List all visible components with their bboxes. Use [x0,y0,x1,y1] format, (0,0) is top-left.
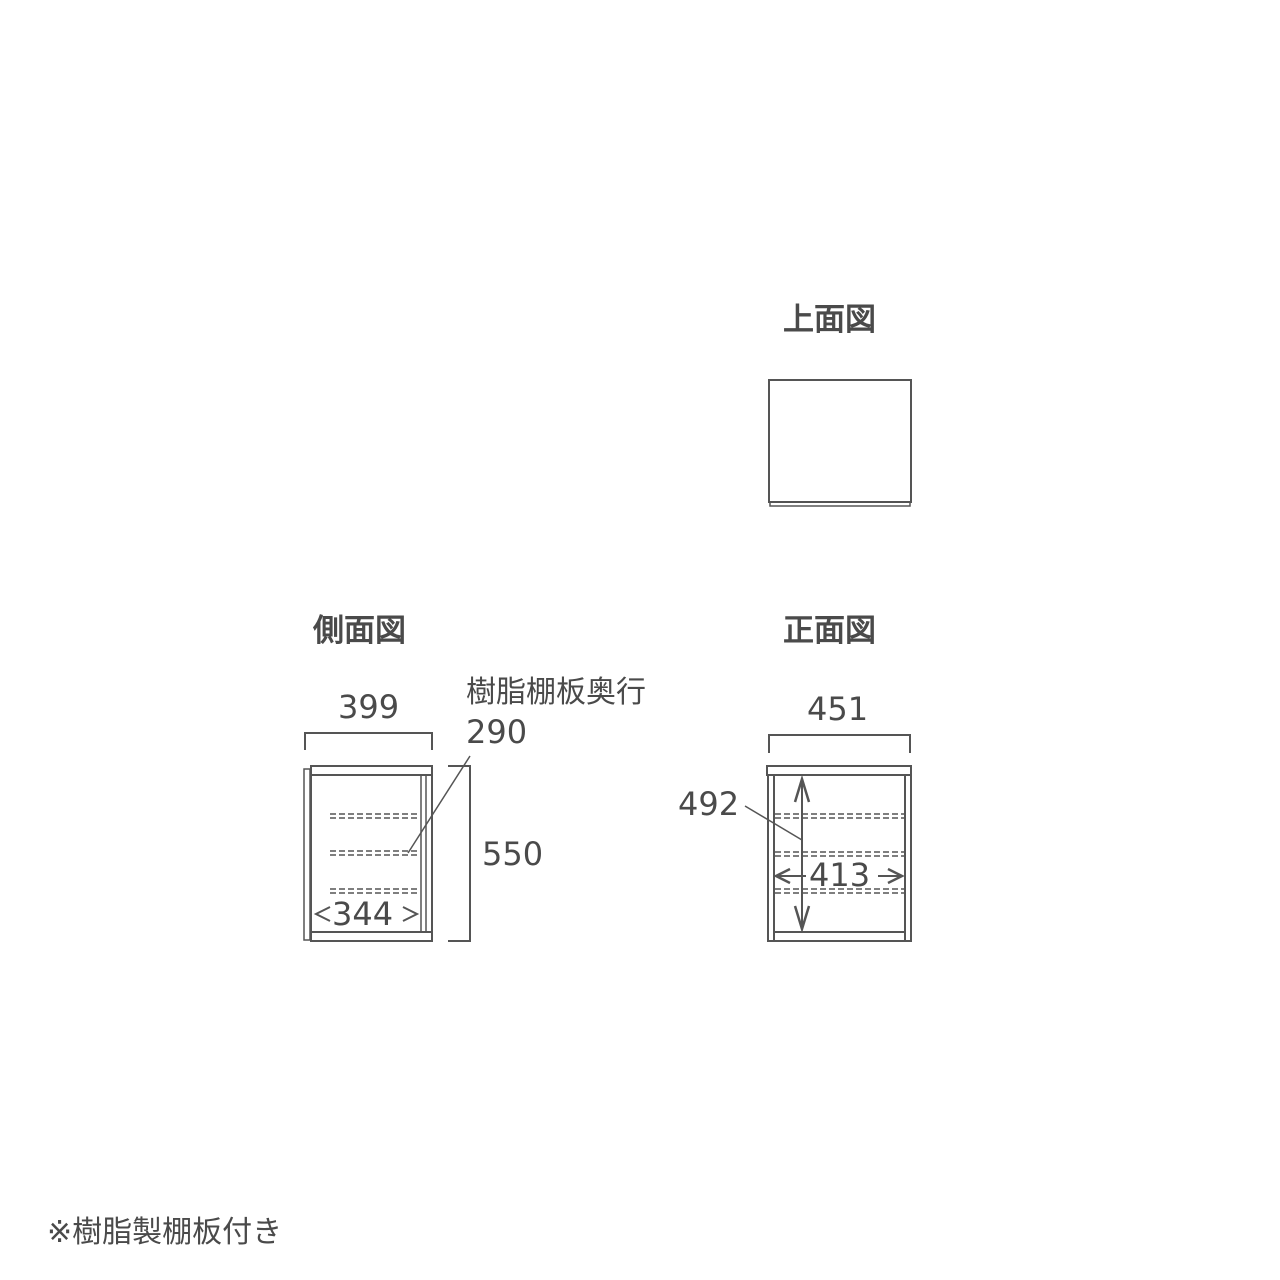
side-view-title: 側面図 [313,613,406,649]
side-inner-width-dimension: 344 [332,895,394,933]
front-width-dimension: 451 [807,690,869,728]
shelf-depth-value: 290 [466,713,528,751]
front-view-title: 正面図 [783,613,876,649]
front-inner-height-dimension: 492 [678,785,740,823]
front-inner-width-dimension: 413 [809,856,871,894]
side-height-dimension: 550 [482,835,544,873]
top-view-title: 上面図 [783,302,876,338]
front-view-drawing [744,734,912,942]
shelf-depth-caption: 樹脂棚板奥行 [466,675,646,710]
footnote: ※樹脂製棚板付き [47,1215,283,1250]
top-view-drawing [768,379,912,507]
side-width-dimension: 399 [338,688,400,726]
side-view-drawing [303,732,471,942]
